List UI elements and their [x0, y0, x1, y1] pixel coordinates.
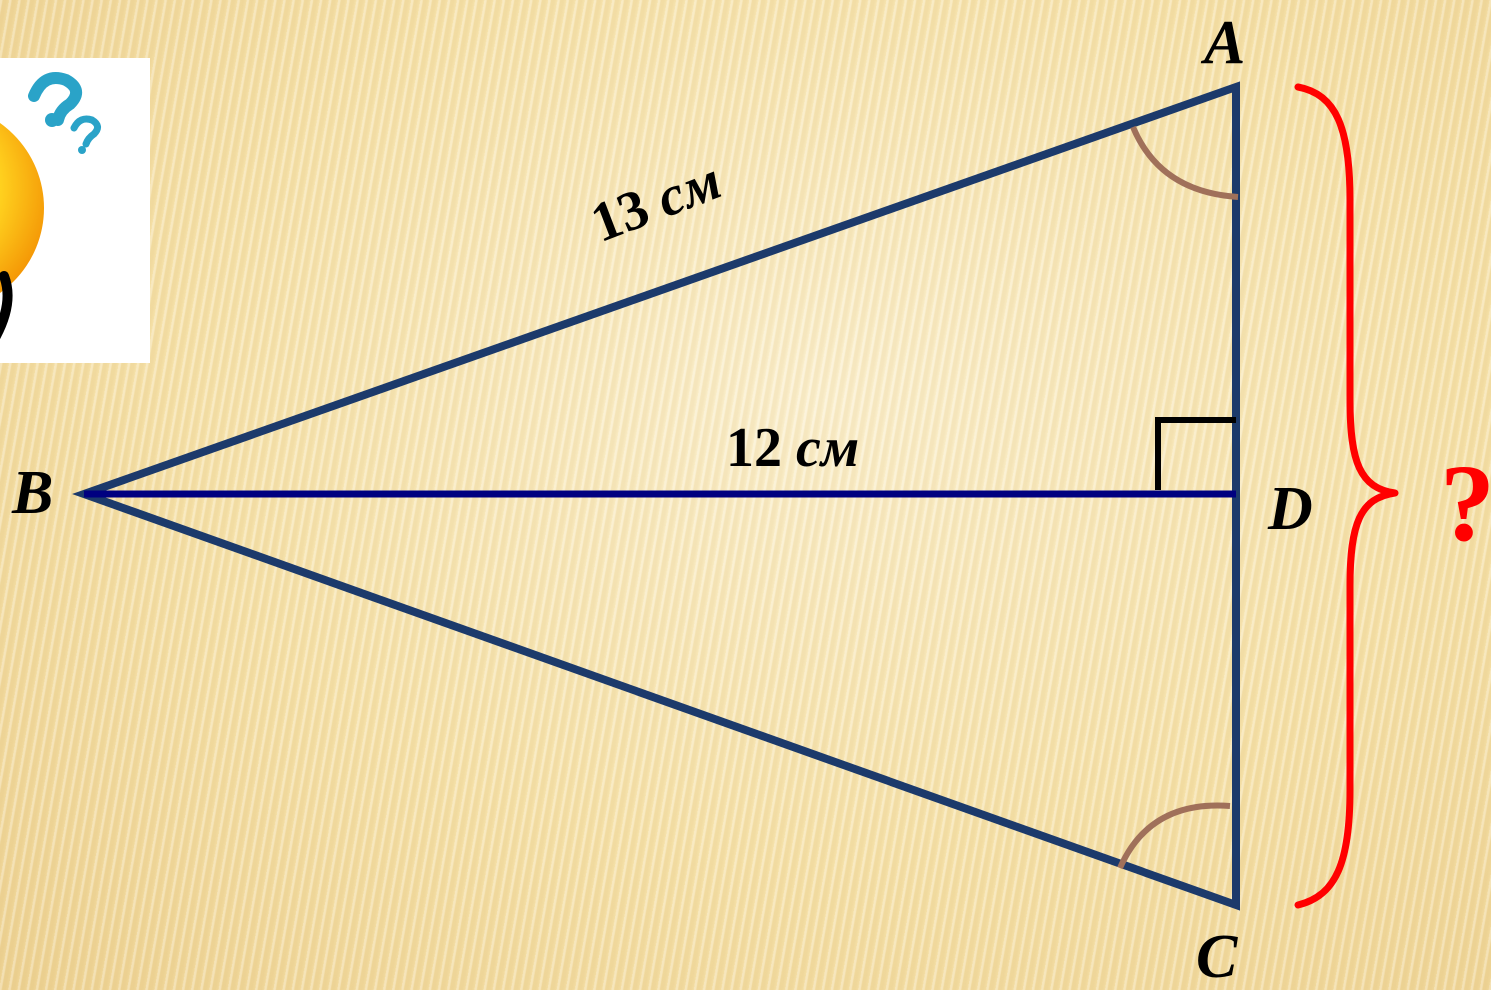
right-angle-mark: [1155, 417, 1236, 490]
vertex-label-b: B: [12, 459, 54, 527]
height-bd-length-value: 12: [726, 417, 782, 479]
vertex-label-c: C: [1196, 923, 1238, 990]
angle-arc-a: [1130, 125, 1239, 200]
question-marks-icon: [28, 72, 101, 154]
unknown-side-question-mark: ?: [1440, 442, 1491, 564]
confused-smiley-icon: [0, 58, 150, 363]
height-bd-length-unit: см: [796, 417, 860, 479]
height-bd-length-label: 12 см: [726, 420, 859, 476]
vertex-label-d: D: [1268, 475, 1313, 543]
angle-arc-c: [1117, 802, 1231, 870]
vertex-label-a: A: [1204, 9, 1246, 77]
side-ac-brace: [1294, 83, 1399, 909]
